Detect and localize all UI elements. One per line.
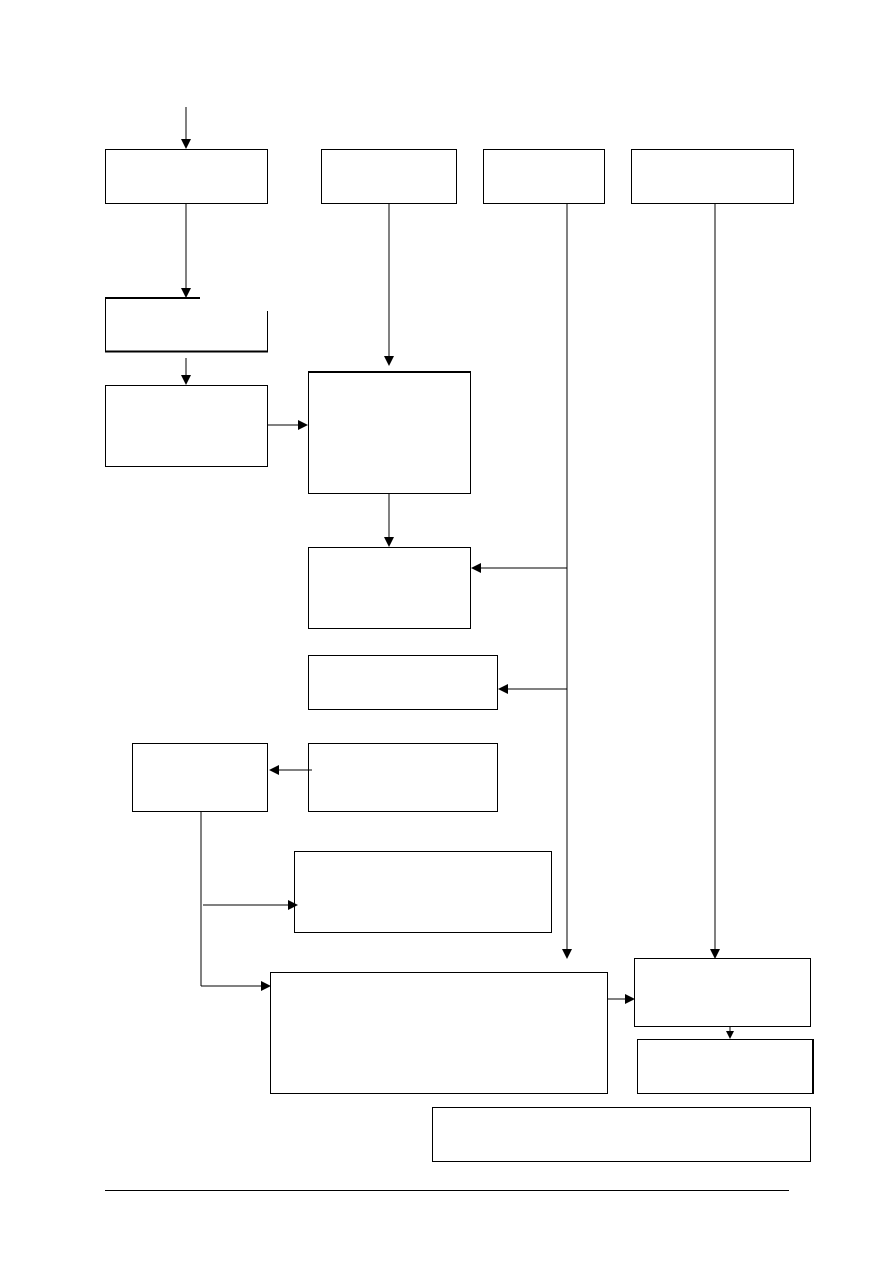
arrow-a2-to-a3 (181, 358, 191, 385)
box-d2 (634, 958, 811, 1027)
box-c1 (483, 149, 605, 204)
box-e2 (270, 972, 608, 1094)
box-e1 (294, 851, 552, 933)
arrow-d1-to-d2 (710, 204, 720, 959)
box-b5 (308, 743, 498, 812)
arrow-a4-to-e2 (201, 981, 271, 991)
arrow-entry-to-a1 (181, 107, 191, 149)
arrow-b5-to-a4 (269, 765, 312, 775)
box-a3 (105, 385, 268, 467)
arrow-c1-to-b4 (498, 684, 567, 694)
arrow-a1-to-a2 (181, 204, 191, 298)
box-f1 (432, 1107, 811, 1162)
box-b1 (321, 149, 457, 204)
box-b3 (308, 547, 471, 629)
box-d3 (637, 1039, 814, 1094)
box-b2 (308, 371, 471, 494)
box-b4 (308, 655, 498, 710)
arrow-c1-to-b3 (471, 563, 567, 573)
arrow-d2-to-d3 (726, 1027, 734, 1039)
arrow-a3-to-b2 (268, 420, 308, 430)
box-a1 (105, 149, 268, 204)
box-d1 (631, 149, 794, 204)
connectors (181, 107, 734, 1039)
arrow-a4-to-e1 (203, 900, 298, 910)
arrow-e2-to-d2 (608, 994, 635, 1004)
box-a4 (132, 743, 268, 812)
arrow-b1-to-b2 (384, 204, 394, 366)
box-a2 (105, 297, 268, 353)
arrow-b2-to-b3 (384, 494, 394, 547)
arrow-c1-trunk (562, 204, 572, 959)
